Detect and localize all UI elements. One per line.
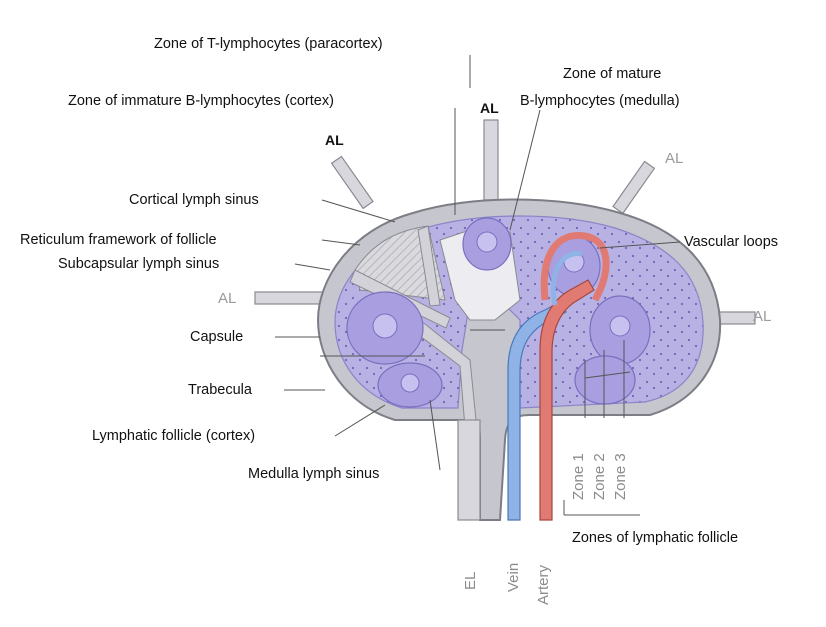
label-zone-mature-b-line2: B-lymphocytes (medulla): [520, 93, 680, 110]
al-vessel-top-right: [613, 161, 654, 213]
label-al-top: AL: [480, 100, 499, 117]
label-zone1: Zone 1: [570, 453, 587, 500]
label-al-right-top: AL: [665, 150, 683, 167]
label-zone-immature-b: Zone of immature B-lymphocytes (cortex): [68, 93, 334, 110]
label-vein: Vein: [505, 563, 522, 592]
label-capsule: Capsule: [190, 329, 243, 346]
label-cortical-sinus: Cortical lymph sinus: [129, 192, 259, 209]
efferent-vessel: [458, 420, 480, 520]
label-al-right: AL: [753, 308, 771, 325]
label-zone3: Zone 3: [612, 453, 629, 500]
label-zone2: Zone 2: [591, 453, 608, 500]
follicle-bottom-right: [575, 356, 635, 404]
label-reticulum: Reticulum framework of follicle: [20, 232, 217, 249]
label-trabecula: Trabecula: [188, 382, 252, 399]
label-medulla-sinus: Medulla lymph sinus: [248, 466, 379, 483]
label-artery: Artery: [535, 565, 552, 605]
al-vessel-top-left: [332, 156, 373, 208]
label-lymphatic-follicle: Lymphatic follicle (cortex): [92, 428, 255, 445]
al-vessel-top: [484, 120, 498, 200]
al-vessel-left: [255, 292, 323, 304]
label-subcapsular: Subcapsular lymph sinus: [58, 256, 219, 273]
label-zone-mature-b-line1: Zone of mature: [563, 66, 661, 83]
label-al-left-top: AL: [325, 132, 344, 149]
label-zone-t: Zone of T-lymphocytes (paracortex): [154, 36, 383, 53]
label-vascular-loops: Vascular loops: [684, 234, 778, 251]
label-el: EL: [462, 572, 479, 590]
label-al-left: AL: [218, 290, 236, 307]
label-zones-of-follicle: Zones of lymphatic follicle: [572, 530, 738, 547]
